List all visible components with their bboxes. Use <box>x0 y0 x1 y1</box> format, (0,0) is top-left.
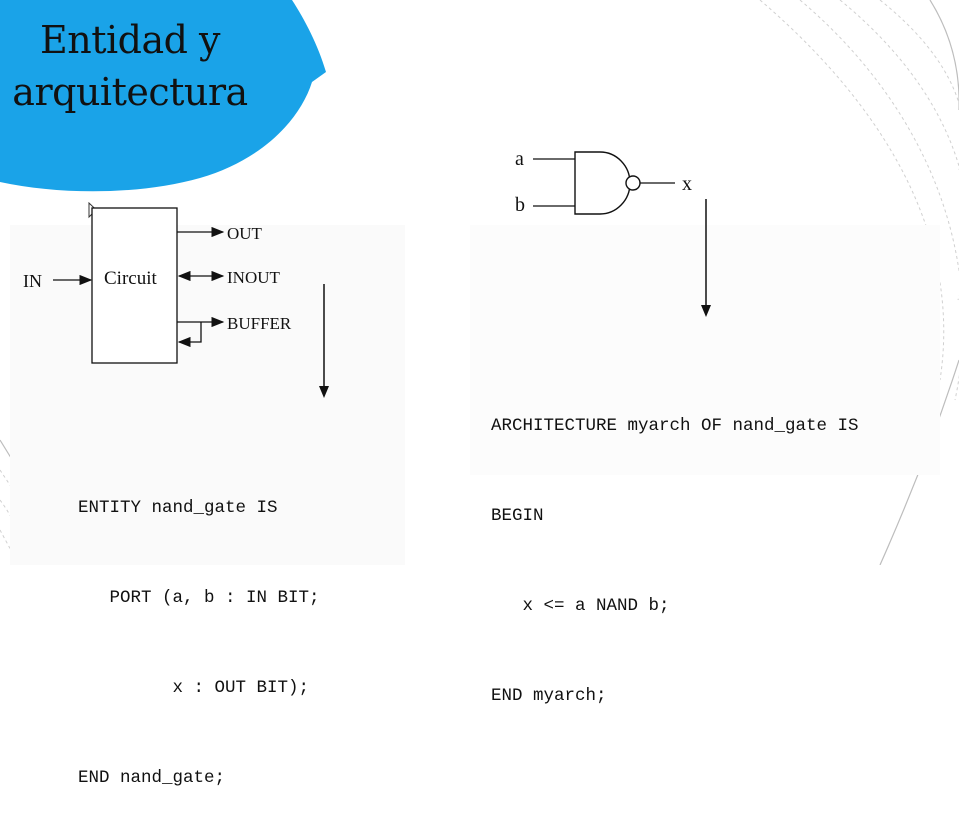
left-panel-bg <box>10 225 405 565</box>
architecture-code-block: ARCHITECTURE myarch OF nand_gate IS BEGI… <box>491 351 859 741</box>
code-line: END myarch; <box>491 686 607 706</box>
nand-gate-diagram: a b x <box>515 148 692 216</box>
out-port-label: OUT <box>227 224 263 243</box>
title-line-1: Entidad y <box>40 18 221 62</box>
slide-title: Entidad y arquitectura <box>0 14 270 118</box>
nand-gate-body <box>574 151 631 215</box>
code-line: PORT (a, b : IN BIT; <box>78 588 320 608</box>
buffer-feedback <box>177 322 202 348</box>
in-port-label: IN <box>23 271 42 291</box>
code-line: END nand_gate; <box>78 768 226 788</box>
right-down-arrow <box>701 199 711 317</box>
entity-block-diagram: Circuit IN OUT INOUT BUFFER <box>23 207 292 364</box>
title-line-2: arquitectura <box>12 70 248 114</box>
code-line: BEGIN <box>491 506 544 526</box>
right-panel-bg <box>470 225 940 475</box>
gate-input-a-label: a <box>515 148 524 170</box>
code-line: x <= a NAND b; <box>491 596 670 616</box>
gate-output-x-label: x <box>682 173 692 195</box>
entity-code-block: ENTITY nand_gate IS PORT (a, b : IN BIT;… <box>78 433 320 823</box>
code-line: ARCHITECTURE myarch OF nand_gate IS <box>491 416 859 436</box>
left-down-arrow <box>319 284 329 398</box>
inout-port-label: INOUT <box>227 268 280 287</box>
circuit-block <box>91 207 178 364</box>
buffer-port-label: BUFFER <box>227 314 292 333</box>
code-line: x : OUT BIT); <box>78 678 310 698</box>
gate-input-b-label: b <box>515 194 525 216</box>
code-line: ENTITY nand_gate IS <box>78 498 278 518</box>
nand-inversion-bubble <box>625 175 641 191</box>
circuit-label: Circuit <box>104 268 157 289</box>
title-blob <box>0 0 326 192</box>
